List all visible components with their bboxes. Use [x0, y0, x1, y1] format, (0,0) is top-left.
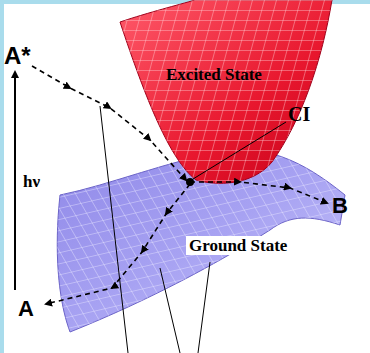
- point-label: CI: [288, 104, 310, 124]
- excited-surface: [120, 0, 332, 183]
- leader-line: [198, 262, 210, 353]
- state-label: A*: [4, 44, 31, 68]
- photon-label: hν: [20, 172, 43, 191]
- excited-grid: [120, 0, 332, 183]
- leader-line: [160, 268, 180, 353]
- ci-point: [186, 178, 194, 186]
- surface-label: Ground State: [186, 236, 290, 255]
- excited-path: [32, 66, 186, 180]
- state-label: A: [18, 298, 34, 320]
- ci-leader: [193, 122, 286, 179]
- surface-label: Excited State: [166, 66, 262, 83]
- leader-line: [100, 106, 128, 353]
- state-label: B: [332, 195, 348, 217]
- path-to-a: [46, 184, 190, 304]
- path-to-b: [190, 182, 327, 203]
- excitation-arrow: [14, 72, 16, 290]
